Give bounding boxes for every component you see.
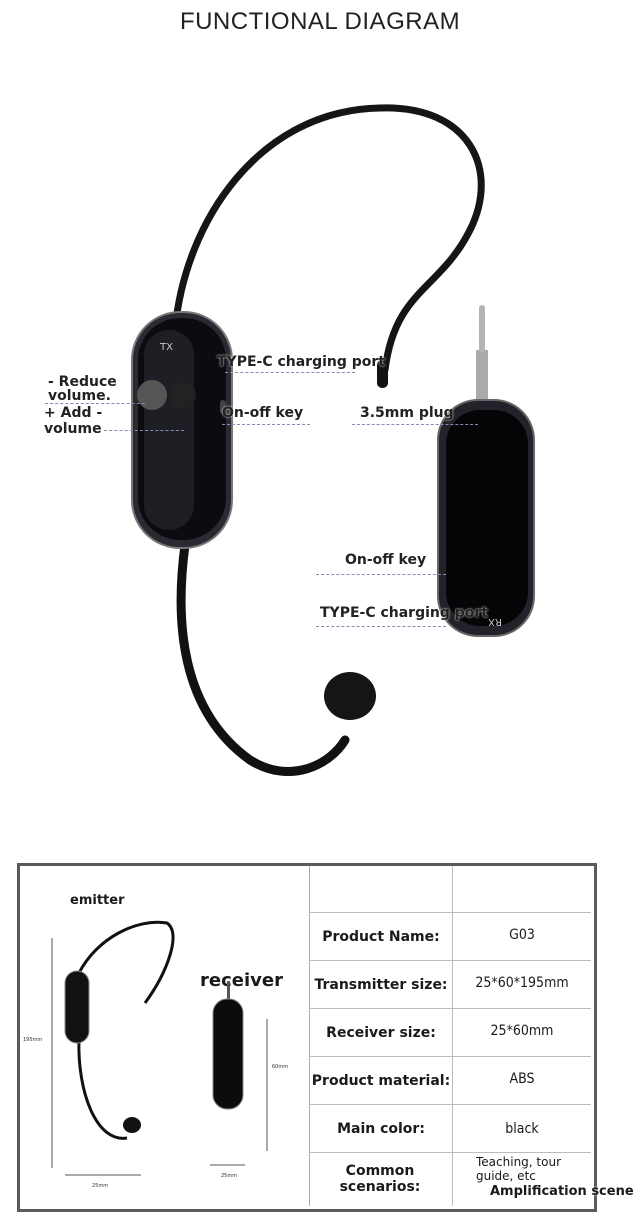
- amplification-scene-overlay: Amplification scene: [490, 1184, 634, 1199]
- spec-key-product-name: Product Name:: [322, 928, 440, 945]
- emitter-label: emitter: [70, 893, 125, 908]
- table-column-divider: [452, 866, 453, 1206]
- volume-down-button: [137, 380, 167, 410]
- spec-value-material: ABS: [509, 1071, 535, 1087]
- page-title: FUNCTIONAL DIAGRAM: [179, 8, 461, 35]
- spec-value-scenarios: Teaching, tour guide, etc: [476, 1155, 562, 1183]
- spec-value-product-name: G03: [509, 927, 535, 943]
- tx-type-c-leader: [225, 372, 355, 373]
- reduce-volume-leader: [45, 403, 145, 404]
- headset-illustration: TX RX: [131, 104, 535, 776]
- spec-key-scenarios: Common scenarios:: [339, 1163, 421, 1195]
- rx-plug-leader: [352, 424, 478, 425]
- add-volume-leader: [104, 430, 184, 431]
- spec-key-main-color: Main color:: [337, 1120, 425, 1137]
- tx-type-c-label: TYPE-C charging port: [217, 354, 386, 370]
- headband: [171, 104, 485, 388]
- gooseneck: [176, 540, 350, 776]
- product-dimension-drawing: [51, 920, 268, 1176]
- spec-key-transmitter-size: Transmitter size:: [314, 976, 448, 993]
- emitter-height-dim: 195mm: [23, 1037, 43, 1043]
- mic-foam: [324, 672, 376, 720]
- row-divider: [310, 1152, 591, 1153]
- tx-on-off-label: On-off key: [222, 405, 304, 421]
- audio-plug: [479, 305, 485, 353]
- rx-on-off-leader: [316, 574, 446, 575]
- transmitter-body: [131, 311, 233, 549]
- receiver-width-dim: 25mm: [221, 1173, 238, 1179]
- receiver-body: [437, 305, 535, 637]
- receiver-label: receiver: [200, 970, 283, 991]
- emitter-body: [64, 970, 90, 1044]
- row-divider: [310, 960, 591, 961]
- on-off-switch: [220, 400, 226, 414]
- rx-type-c-label: TYPE-C charging port: [320, 605, 489, 621]
- emitter-mic-foam: [123, 1117, 141, 1133]
- receiver-height-dim: 60mm: [272, 1064, 289, 1070]
- row-divider: [310, 1104, 591, 1105]
- spec-key-material: Product material:: [311, 1072, 451, 1089]
- rx-type-c-leader: [316, 626, 446, 627]
- spec-value-main-color: black: [505, 1120, 539, 1137]
- emitter-width-dim: 25mm: [92, 1183, 109, 1189]
- rx-plug-label: 3.5mm plug: [360, 405, 454, 421]
- spec-value-receiver-size: 25*60mm: [490, 1023, 554, 1039]
- rx-label: RX: [488, 616, 502, 627]
- spec-panel: [17, 863, 597, 1212]
- row-divider: [310, 1056, 591, 1057]
- row-divider: [310, 912, 591, 913]
- volume-up-button: [170, 382, 196, 408]
- rx-on-off-label: On-off key: [345, 552, 427, 568]
- receiver-thumbnail: [212, 998, 244, 1110]
- headband-tip: [377, 360, 388, 388]
- tx-label: TX: [159, 342, 173, 353]
- panel-divider: [309, 866, 310, 1206]
- tx-on-off-leader: [222, 424, 310, 425]
- row-divider: [310, 1008, 591, 1009]
- reduce-volume-label: - Reduce volume.: [48, 374, 117, 404]
- spec-key-receiver-size: Receiver size:: [326, 1024, 436, 1041]
- spec-value-transmitter-size: 25*60*195mm: [475, 975, 569, 991]
- add-volume-label: + Add -volume: [44, 405, 103, 437]
